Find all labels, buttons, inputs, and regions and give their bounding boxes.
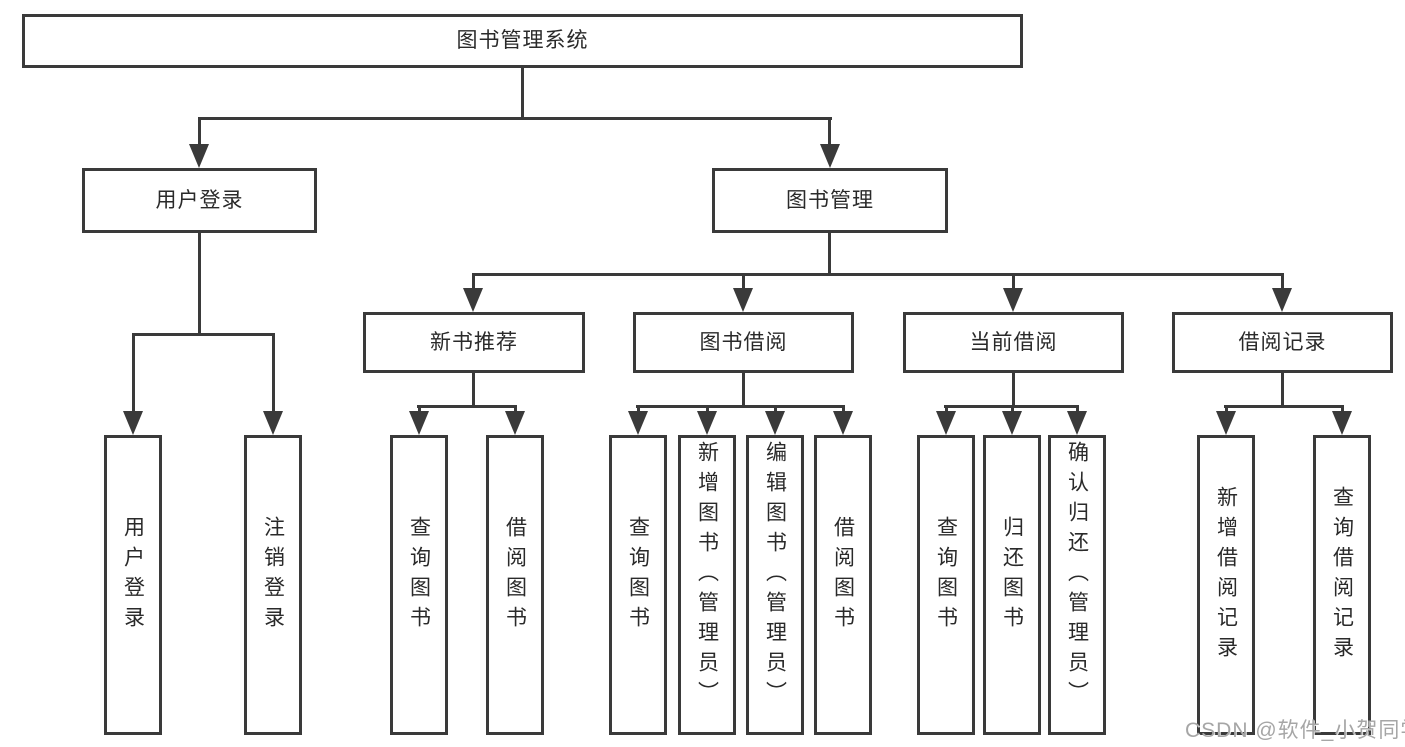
leaf-confirm-return-admin: 确认归还（管理员）: [1048, 435, 1106, 735]
connector-line: [636, 405, 845, 408]
connector-line: [1281, 273, 1284, 297]
node-borrowing-records: 借阅记录: [1172, 312, 1393, 373]
node-label: 归还图书: [1000, 516, 1024, 636]
connector-line: [742, 373, 745, 407]
node-label: 查询图书: [626, 516, 650, 636]
node-label: 借阅记录: [1238, 330, 1327, 354]
leaf-query-books-current: 查询图书: [917, 435, 975, 735]
connector-line: [842, 405, 845, 418]
arrow-down-icon: [1002, 411, 1022, 435]
leaf-query-borrow-record: 查询借阅记录: [1313, 435, 1371, 735]
connector-line: [1012, 373, 1015, 407]
connector-line: [198, 117, 201, 151]
node-label: 借阅图书: [831, 516, 855, 636]
connector-line: [1076, 405, 1079, 418]
arrow-down-icon: [820, 144, 840, 168]
connector-line: [706, 405, 709, 418]
node-label: 查询图书: [934, 516, 958, 636]
node-book-borrowing: 图书借阅: [633, 312, 854, 373]
connector-line: [742, 273, 745, 297]
arrow-down-icon: [189, 144, 209, 168]
leaf-add-borrow-record: 新增借阅记录: [1197, 435, 1255, 735]
leaf-edit-book-admin: 编辑图书（管理员）: [746, 435, 804, 735]
arrow-down-icon: [936, 411, 956, 435]
node-label: 编辑图书（管理员）: [763, 441, 787, 711]
connector-line: [1281, 373, 1284, 407]
arrow-down-icon: [1332, 411, 1352, 435]
node-label: 图书管理: [786, 188, 874, 212]
node-label: 注销登录: [261, 516, 285, 636]
node-label: 查询借阅记录: [1330, 486, 1354, 666]
arrow-down-icon: [733, 288, 753, 312]
arrow-down-icon: [463, 288, 483, 312]
connector-line: [417, 405, 517, 408]
arrow-down-icon: [1067, 411, 1087, 435]
connector-line: [521, 68, 524, 118]
connector-line: [828, 117, 831, 151]
node-library-management-system: 图书管理系统: [22, 14, 1023, 68]
node-label: 图书借阅: [699, 330, 788, 354]
connector-line: [1341, 405, 1344, 418]
connector-line: [272, 333, 275, 418]
connector-line: [1224, 405, 1344, 408]
node-user-login: 用户登录: [82, 168, 317, 233]
connector-line: [945, 405, 948, 418]
node-label: 新增借阅记录: [1214, 486, 1238, 666]
connector-line: [1225, 405, 1228, 418]
connector-line: [514, 405, 517, 418]
leaf-add-book-admin: 新增图书（管理员）: [678, 435, 736, 735]
arrow-down-icon: [1216, 411, 1236, 435]
connector-line: [774, 405, 777, 418]
arrow-down-icon: [765, 411, 785, 435]
connector-line: [198, 117, 832, 120]
leaf-borrow-books: 借阅图书: [814, 435, 872, 735]
connector-line: [132, 333, 275, 336]
connector-line: [132, 333, 135, 418]
arrow-down-icon: [833, 411, 853, 435]
node-label: 用户登录: [155, 188, 244, 212]
arrow-down-icon: [505, 411, 525, 435]
node-current-borrowing: 当前借阅: [903, 312, 1124, 373]
leaf-return-books: 归还图书: [983, 435, 1041, 735]
node-label: 用户登录: [121, 516, 145, 636]
node-book-management: 图书管理: [712, 168, 948, 233]
connector-line: [1011, 405, 1014, 418]
leaf-logout: 注销登录: [244, 435, 302, 735]
connector-line: [418, 405, 421, 418]
leaf-query-books-recommend: 查询图书: [390, 435, 448, 735]
leaf-user-login: 用户登录: [104, 435, 162, 735]
arrow-down-icon: [263, 411, 283, 435]
leaf-borrow-books-recommend: 借阅图书: [486, 435, 544, 735]
node-label: 查询图书: [407, 516, 431, 636]
connector-line: [1012, 273, 1015, 297]
connector-line: [472, 373, 475, 407]
arrow-down-icon: [409, 411, 429, 435]
connector-line: [198, 233, 201, 335]
connector-line: [472, 273, 475, 297]
node-new-book-recommendation: 新书推荐: [363, 312, 585, 373]
node-label: 图书管理系统: [456, 29, 589, 53]
connector-line: [637, 405, 640, 418]
arrow-down-icon: [123, 411, 143, 435]
arrow-down-icon: [697, 411, 717, 435]
arrow-down-icon: [1272, 288, 1292, 312]
node-label: 新增图书（管理员）: [695, 441, 719, 711]
node-label: 当前借阅: [969, 330, 1058, 354]
connector-line: [828, 233, 831, 275]
node-label: 新书推荐: [430, 330, 518, 354]
node-label: 确认归还（管理员）: [1065, 441, 1089, 711]
arrow-down-icon: [1003, 288, 1023, 312]
csdn-watermark: CSDN @软件_小贺同学: [1185, 719, 1405, 742]
node-label: 借阅图书: [503, 516, 527, 636]
arrow-down-icon: [628, 411, 648, 435]
leaf-query-books-borrow: 查询图书: [609, 435, 667, 735]
connector-line: [472, 273, 1284, 276]
